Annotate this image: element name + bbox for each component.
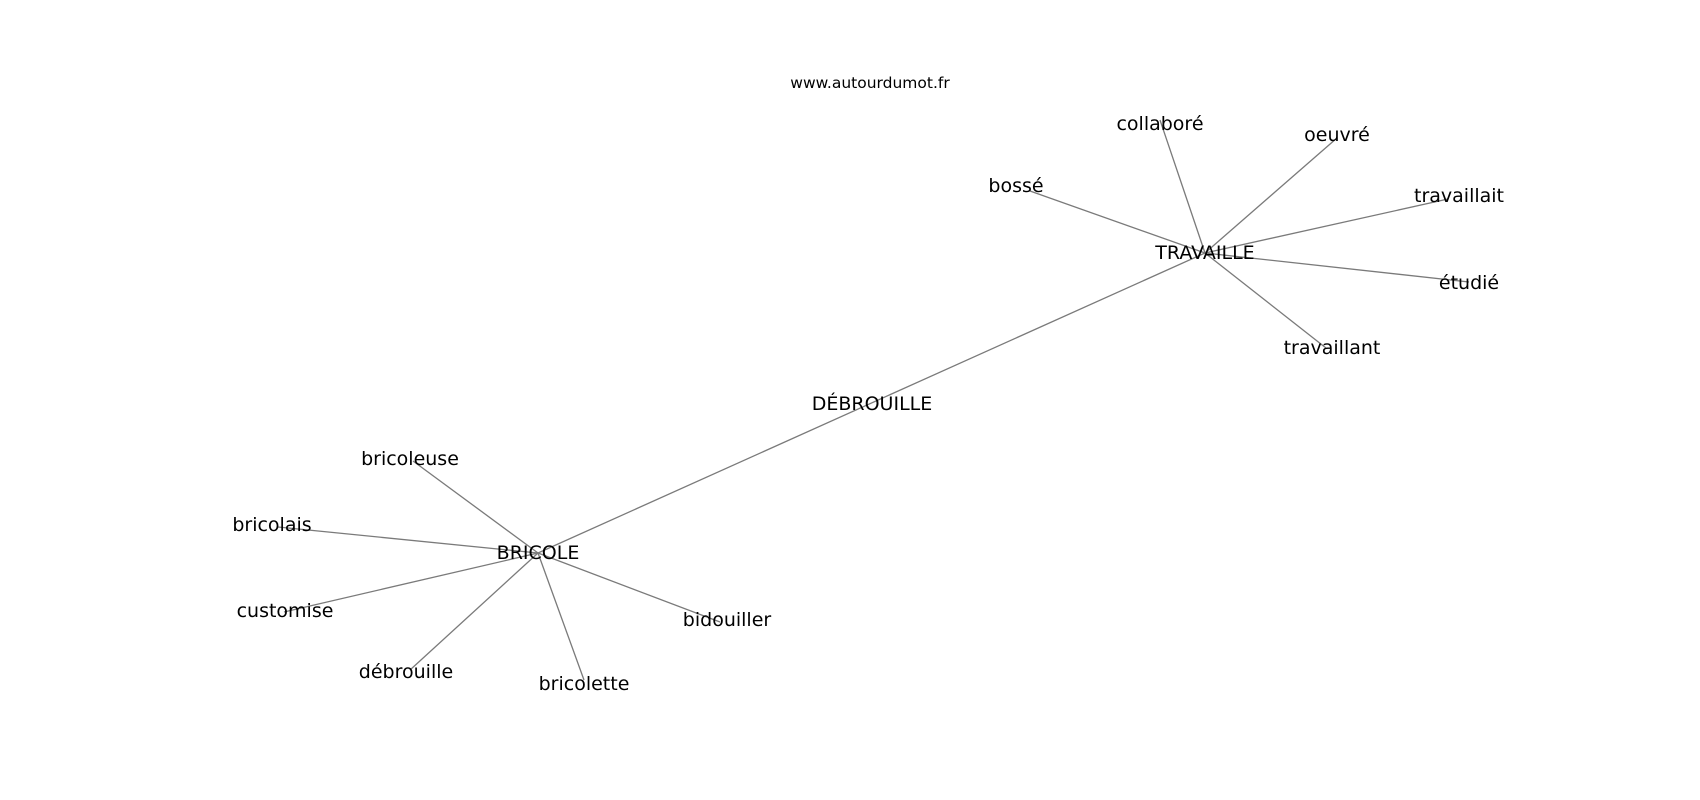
node-bricoleuse: bricoleuse xyxy=(361,448,459,470)
node-bricolais: bricolais xyxy=(232,514,311,536)
node-oeuvre: oeuvré xyxy=(1304,124,1370,146)
node-collabore: collaboré xyxy=(1116,113,1203,135)
edge-travaille-etudie xyxy=(1204,252,1470,283)
node-bosse: bossé xyxy=(988,175,1043,197)
graph-nodes: DÉBROUILLE TRAVAILLE BRICOLE collaboré oeuvr… xyxy=(232,113,1504,695)
node-etudie: étudié xyxy=(1439,272,1499,294)
node-customise: customise xyxy=(237,600,334,622)
edge-bricole-debrouille xyxy=(409,552,539,671)
graph-edges xyxy=(277,119,1470,681)
edge-bricole-customise xyxy=(283,552,539,613)
edge-travaille-travaillait xyxy=(1204,198,1449,254)
node-debrouille-center: DÉBROUILLE xyxy=(812,392,933,415)
node-bricole: BRICOLE xyxy=(497,542,580,564)
node-bricolette: bricolette xyxy=(539,673,630,695)
edge-travaille-bosse xyxy=(1029,190,1206,254)
node-travaillait: travaillait xyxy=(1414,185,1504,207)
node-travaillant: travaillant xyxy=(1284,337,1381,359)
edge-travaille-oeuvre xyxy=(1204,137,1338,254)
node-bidouiller: bidouiller xyxy=(683,609,772,631)
node-debrouille: débrouille xyxy=(359,661,453,683)
node-travaille: TRAVAILLE xyxy=(1154,242,1254,264)
edge-bricole-bidouiller xyxy=(537,552,721,623)
edge-travaille-collabore xyxy=(1159,119,1206,254)
edge-travaille-travaillant xyxy=(1204,252,1327,349)
edge-bricole-bricolais xyxy=(277,526,539,554)
edge-bricole-travaille xyxy=(537,252,1206,554)
edge-bricole-bricoleuse xyxy=(412,460,539,554)
edge-bricole-bricolette xyxy=(537,552,585,681)
watermark: www.autourdumot.fr xyxy=(790,74,950,92)
